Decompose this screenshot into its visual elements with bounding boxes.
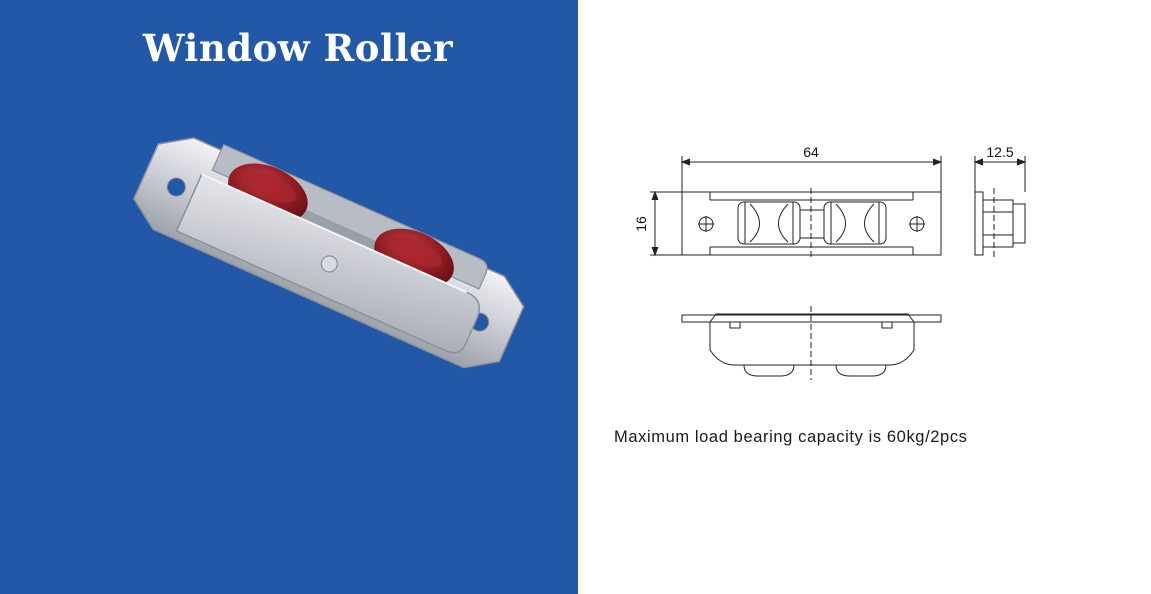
front-view-wheel-right bbox=[835, 364, 887, 377]
front-view-plate bbox=[681, 314, 942, 323]
front-view-wheel-left bbox=[743, 364, 795, 377]
product-panel: Window Roller bbox=[0, 0, 578, 594]
dim-label-height: 16 bbox=[633, 216, 649, 232]
load-capacity-caption: Maximum load bearing capacity is 60kg/2p… bbox=[614, 428, 968, 446]
mount-hole-left bbox=[166, 177, 186, 197]
rivet bbox=[320, 255, 338, 273]
technical-drawing: 64 16 12.5 bbox=[633, 144, 1027, 380]
window-roller-photo bbox=[133, 137, 525, 369]
front-view-housing bbox=[709, 313, 915, 366]
axle bbox=[291, 204, 387, 255]
top-view-wheel-left bbox=[737, 201, 801, 245]
top-view-wheel-right bbox=[823, 201, 887, 245]
side-view-body bbox=[974, 191, 984, 256]
dim-label-length: 64 bbox=[803, 144, 819, 160]
page-title: Window Roller bbox=[142, 26, 454, 70]
dim-label-width: 12.5 bbox=[986, 144, 1013, 160]
